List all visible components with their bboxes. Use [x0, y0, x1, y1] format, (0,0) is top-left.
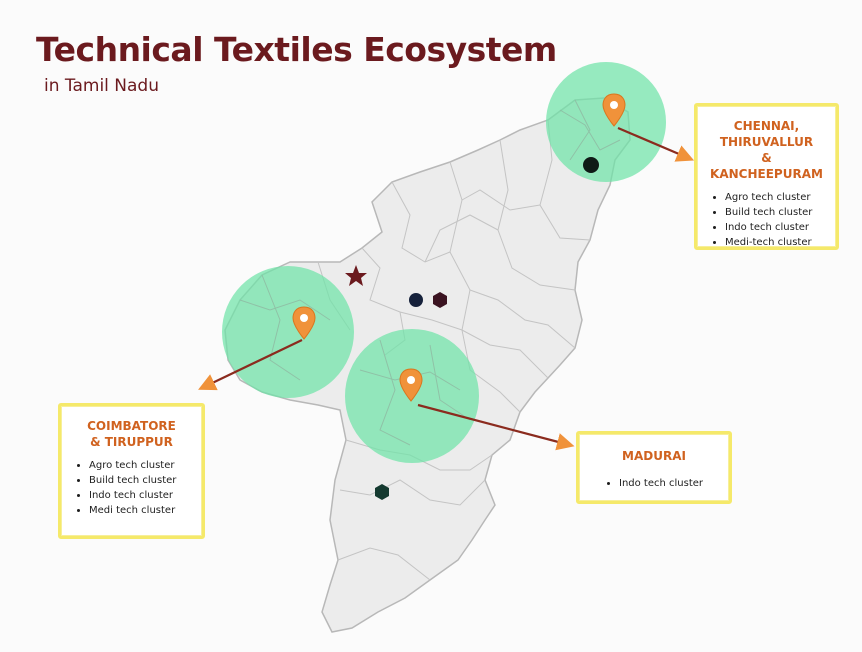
location-pin-icon[interactable] — [399, 368, 423, 402]
star-icon — [345, 265, 367, 286]
list-item: Agro tech cluster — [725, 190, 830, 205]
list-item: Build tech cluster — [89, 473, 196, 488]
cluster-list: Agro tech cluster Build tech cluster Ind… — [703, 190, 830, 250]
circle-dot-icon — [583, 157, 599, 173]
list-item: Medi-tech cluster — [725, 235, 830, 250]
location-pin-icon[interactable] — [292, 306, 316, 340]
region-heading: CHENNAI, THIRUVALLUR & KANCHEEPURAM — [710, 119, 823, 181]
cluster-list: Indo tech cluster — [585, 476, 723, 491]
highlight-circle-coimbatore — [222, 266, 354, 398]
location-pin-icon[interactable] — [602, 93, 626, 127]
callout-chennai: CHENNAI, THIRUVALLUR & KANCHEEPURAM Agro… — [694, 103, 839, 250]
list-item: Agro tech cluster — [89, 458, 196, 473]
highlight-circle-chennai — [546, 62, 666, 182]
hexagon-icon — [433, 292, 447, 308]
list-item: Indo tech cluster — [89, 488, 196, 503]
list-item: Indo tech cluster — [725, 220, 830, 235]
list-item: Indo tech cluster — [619, 476, 723, 491]
list-item: Medi tech cluster — [89, 503, 196, 518]
district-boundaries — [317, 119, 591, 581]
circle-dot-icon — [409, 293, 423, 307]
callout-coimbatore: COIMBATORE & TIRUPPUR Agro tech cluster … — [58, 403, 205, 539]
hexagon-icon — [375, 484, 389, 500]
arrow-coimbatore — [198, 339, 303, 391]
page-subtitle: in Tamil Nadu — [44, 76, 159, 96]
cluster-list: Agro tech cluster Build tech cluster Ind… — [67, 458, 196, 518]
region-heading: MADURAI — [622, 449, 686, 463]
callout-madurai: MADURAI Indo tech cluster — [576, 431, 732, 504]
list-item: Build tech cluster — [725, 205, 830, 220]
page-title: Technical Textiles Ecosystem — [36, 30, 557, 69]
arrow-madurai — [417, 403, 575, 451]
region-heading: COIMBATORE & TIRUPPUR — [87, 419, 176, 449]
arrow-chennai — [617, 126, 695, 162]
